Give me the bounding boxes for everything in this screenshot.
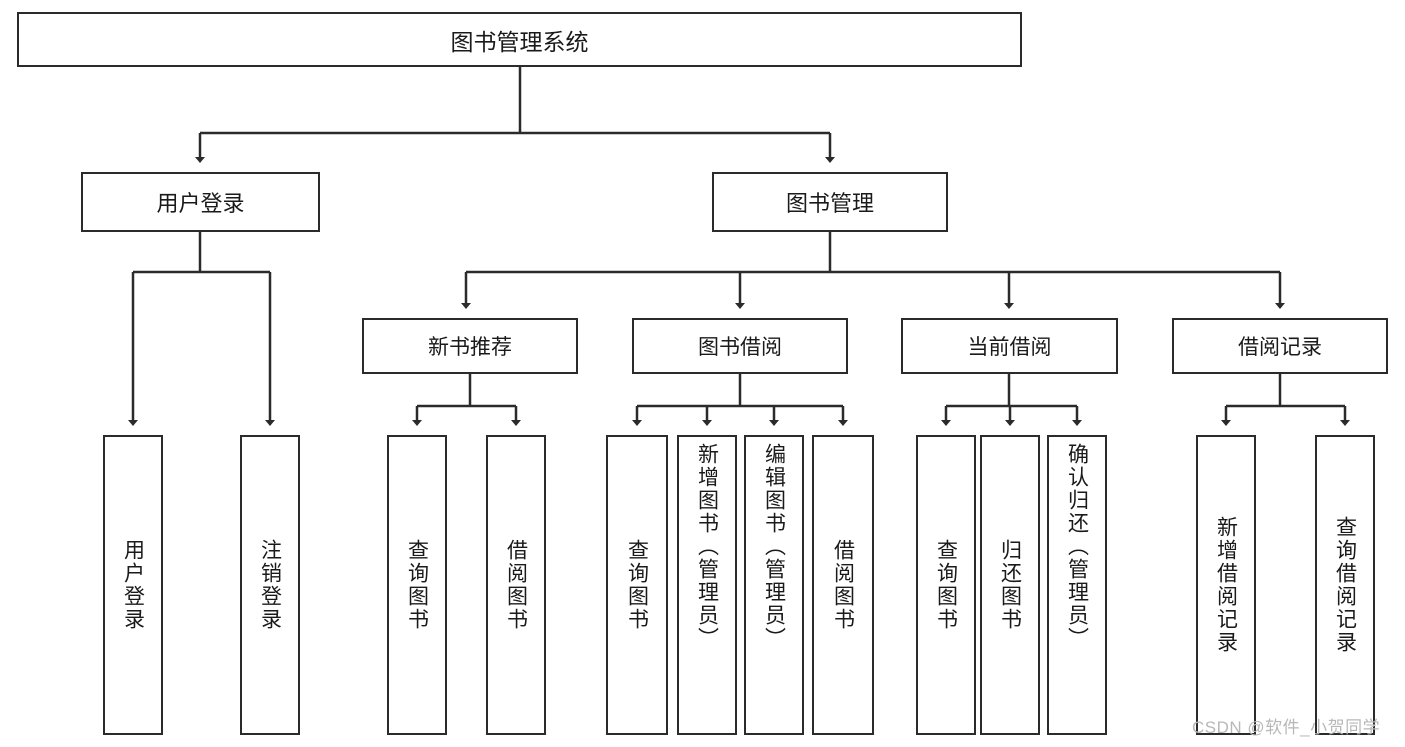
watermark: CSDN @软件_小贺同学 xyxy=(1192,718,1381,737)
node-leaf-confirm-return-admin-label: 确认归还（管理员） xyxy=(1065,443,1089,650)
node-new-book-recommend[interactable]: 新书推荐 xyxy=(362,318,578,374)
node-new-book-recommend-label: 新书推荐 xyxy=(428,336,512,359)
node-leaf-query-book-3[interactable]: 查询图书 xyxy=(916,435,976,735)
node-book-borrow-label: 图书借阅 xyxy=(698,336,782,359)
node-leaf-user-logout-label: 注销登录 xyxy=(258,539,282,631)
node-book-borrow[interactable]: 图书借阅 xyxy=(632,318,848,374)
node-leaf-query-book-1[interactable]: 查询图书 xyxy=(387,435,447,735)
node-leaf-query-book-1-label: 查询图书 xyxy=(405,539,429,631)
node-leaf-query-book-2[interactable]: 查询图书 xyxy=(606,435,668,735)
node-leaf-borrow-book-2-label: 借阅图书 xyxy=(831,539,855,631)
node-leaf-add-book-admin-label: 新增图书（管理员） xyxy=(695,443,719,650)
node-leaf-borrow-book-2[interactable]: 借阅图书 xyxy=(812,435,874,735)
node-root-label: 图书管理系统 xyxy=(450,28,589,55)
node-leaf-query-borrow-record-label: 查询借阅记录 xyxy=(1333,516,1357,654)
node-leaf-user-logout[interactable]: 注销登录 xyxy=(240,435,300,735)
node-leaf-query-borrow-record[interactable]: 查询借阅记录 xyxy=(1315,435,1375,735)
node-leaf-edit-book-admin[interactable]: 编辑图书（管理员） xyxy=(744,435,804,735)
node-leaf-query-book-3-label: 查询图书 xyxy=(934,539,958,631)
node-leaf-return-book[interactable]: 归还图书 xyxy=(980,435,1040,735)
node-book-manage-label: 图书管理 xyxy=(785,191,874,216)
node-leaf-return-book-label: 归还图书 xyxy=(998,539,1022,631)
node-leaf-borrow-book-1-label: 借阅图书 xyxy=(504,539,528,631)
node-user-login-label: 用户登录 xyxy=(156,191,245,216)
node-current-borrow[interactable]: 当前借阅 xyxy=(901,318,1118,374)
node-borrow-record[interactable]: 借阅记录 xyxy=(1172,318,1388,374)
node-leaf-confirm-return-admin[interactable]: 确认归还（管理员） xyxy=(1047,435,1107,735)
node-leaf-user-login[interactable]: 用户登录 xyxy=(103,435,163,735)
node-book-manage[interactable]: 图书管理 xyxy=(712,172,948,232)
node-leaf-user-login-label: 用户登录 xyxy=(121,539,145,631)
node-user-login[interactable]: 用户登录 xyxy=(81,172,320,232)
node-leaf-add-book-admin[interactable]: 新增图书（管理员） xyxy=(677,435,737,735)
node-leaf-add-borrow-record-label: 新增借阅记录 xyxy=(1214,516,1238,654)
node-leaf-add-borrow-record[interactable]: 新增借阅记录 xyxy=(1196,435,1256,735)
node-leaf-borrow-book-1[interactable]: 借阅图书 xyxy=(486,435,546,735)
node-leaf-query-book-2-label: 查询图书 xyxy=(625,539,649,631)
node-leaf-edit-book-admin-label: 编辑图书（管理员） xyxy=(762,443,786,650)
node-current-borrow-label: 当前借阅 xyxy=(967,336,1052,359)
node-root[interactable]: 图书管理系统 xyxy=(17,12,1022,67)
node-borrow-record-label: 借阅记录 xyxy=(1238,336,1322,359)
